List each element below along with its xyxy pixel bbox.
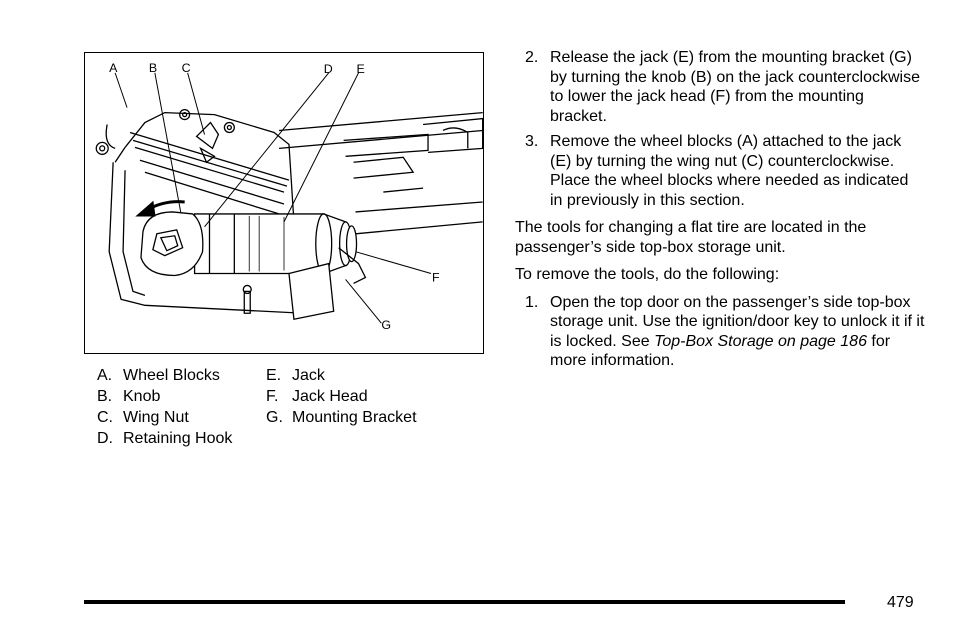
legend-item-b: B.Knob — [97, 388, 161, 405]
callout-d: D — [324, 62, 333, 76]
legend-item-a: A.Wheel Blocks — [97, 367, 220, 384]
callout-b: B — [149, 61, 157, 75]
instructions-column: 2. Release the jack (E) from the mountin… — [515, 48, 925, 377]
jack-diagram: A B C D E F G — [95, 61, 483, 332]
legend-column-1: A.Wheel Blocks B.Knob C.Wing Nut D.Retai… — [97, 365, 232, 449]
jack-illustration: A B C D E F G — [84, 52, 484, 354]
callout-f: F — [432, 270, 440, 284]
callout-g: G — [381, 318, 391, 332]
legend-column-2: E.Jack F.Jack Head G.Mounting Bracket — [266, 365, 417, 428]
callout-c: C — [182, 61, 191, 75]
remove-tools-intro: To remove the tools, do the following: — [515, 266, 780, 283]
callout-a: A — [109, 61, 118, 75]
step-2: 2. Release the jack (E) from the mountin… — [525, 49, 920, 125]
legend-item-e: E.Jack — [266, 367, 325, 384]
callout-e: E — [357, 62, 365, 76]
step-1: 1. Open the top door on the passenger’s … — [525, 293, 925, 370]
legend-item-g: G.Mounting Bracket — [266, 409, 417, 426]
tools-location-paragraph: The tools for changing a flat tire are l… — [515, 219, 867, 256]
page-number: 479 — [887, 594, 914, 611]
legend-item-c: C.Wing Nut — [97, 409, 189, 426]
step-3: 3. Remove the wheel blocks (A) attached … — [525, 133, 909, 209]
legend-item-d: D.Retaining Hook — [97, 430, 233, 447]
cross-reference-link[interactable]: Top-Box Storage on page 186 — [654, 332, 867, 350]
legend-item-f: F.Jack Head — [266, 388, 368, 405]
footer-rule — [84, 600, 845, 604]
